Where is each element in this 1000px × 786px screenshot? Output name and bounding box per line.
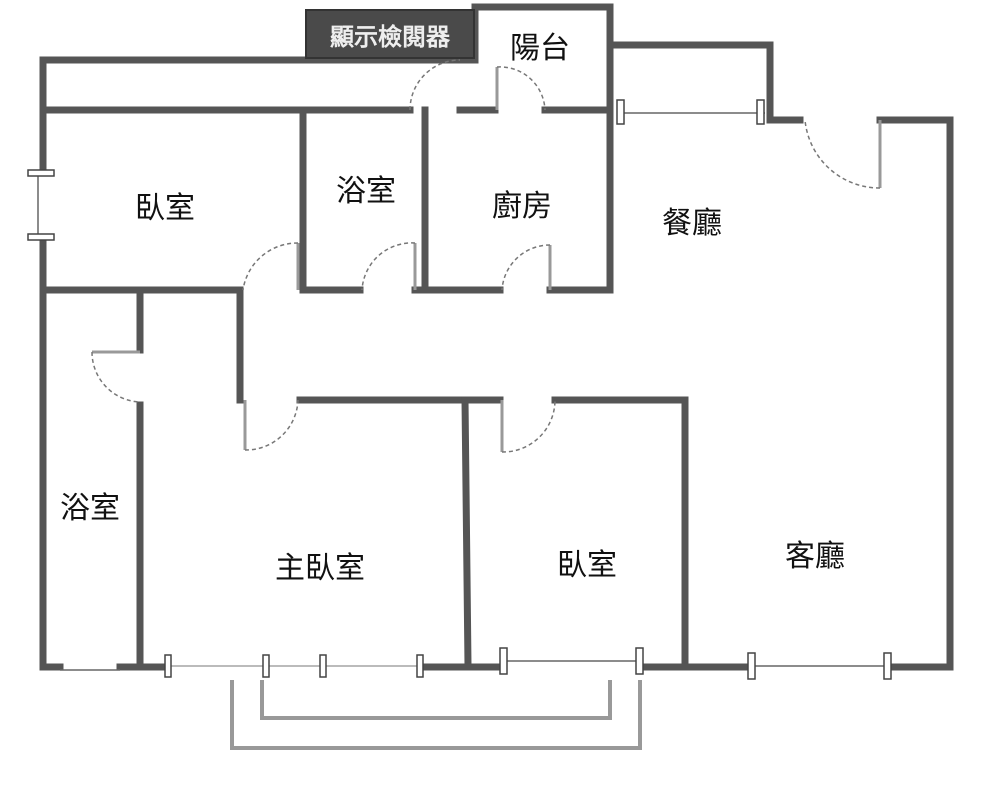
room-label-bedroom-bottom: 臥室: [557, 548, 617, 583]
windows: [27, 99, 892, 680]
room-label-bedroom: 臥室: [135, 191, 195, 226]
room-label-living-room: 客廳: [785, 539, 845, 574]
room-label-balcony: 陽台: [510, 31, 570, 66]
room-label-bathroom-left: 浴室: [60, 491, 120, 526]
room-label-master-bedroom: 主臥室: [275, 551, 365, 586]
room-label-dining-room: 餐廳: [662, 206, 722, 241]
room-label-kitchen: 廚房: [492, 189, 552, 224]
show-viewer-button[interactable]: 顯示檢閱器: [305, 9, 475, 59]
walls: [39, 3, 954, 671]
balcony-railing: [230, 680, 642, 750]
room-label-bathroom: 浴室: [336, 174, 396, 209]
doors: [91, 59, 882, 453]
